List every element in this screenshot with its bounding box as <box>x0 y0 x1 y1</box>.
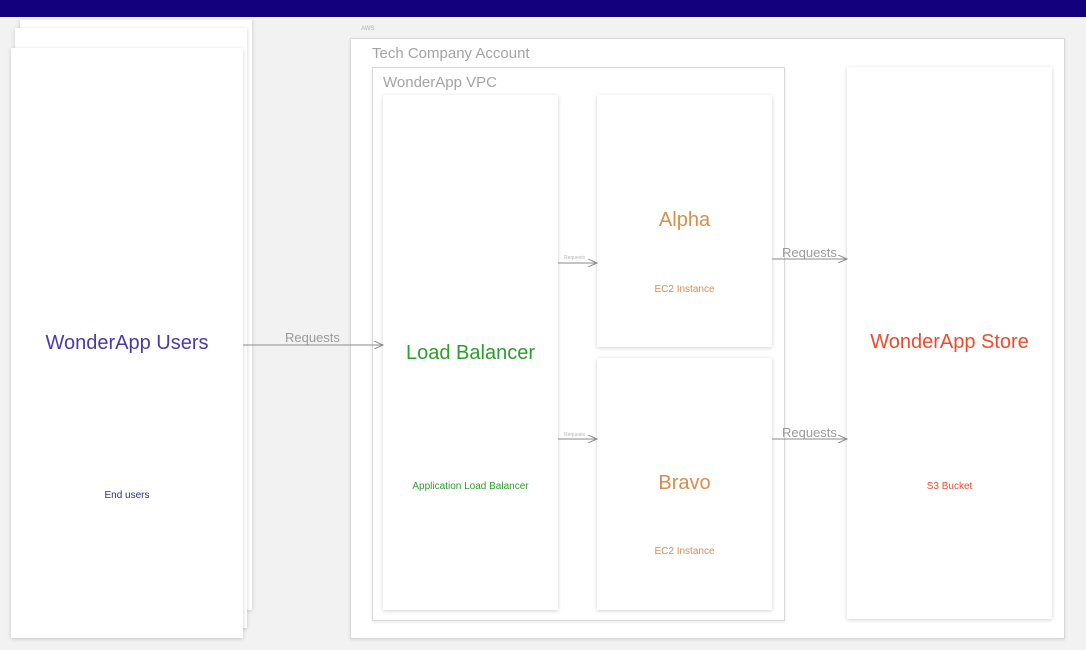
users-subtitle: End users <box>104 490 150 501</box>
bravo-node[interactable]: Bravo EC2 Instance <box>597 358 772 610</box>
bravo-subtitle: EC2 Instance <box>654 546 715 557</box>
edge-label-lb-to-bravo: Requests <box>564 432 586 438</box>
edge-label-lb-to-alpha: Requests <box>564 255 586 261</box>
alpha-node[interactable]: Alpha EC2 Instance <box>597 95 772 347</box>
alpha-title: Alpha <box>658 209 711 231</box>
vpc-title: WonderApp VPC <box>383 74 497 91</box>
load-balancer-subtitle: Application Load Balancer <box>412 481 529 492</box>
load-balancer-title: Load Balancer <box>406 342 535 364</box>
edges-layer <box>243 17 1086 650</box>
account-title: Tech Company Account <box>372 45 530 62</box>
store-node[interactable]: WonderApp Store S3 Bucket <box>847 67 1052 619</box>
edge-label-users-to-lb: Requests <box>285 330 340 345</box>
users-title: WonderApp Users <box>45 332 209 354</box>
users-node[interactable]: WonderApp Users End users <box>11 48 243 638</box>
edge-label-bravo-to-store: Requests <box>782 425 837 440</box>
store-subtitle: S3 Bucket <box>926 481 973 492</box>
bravo-title: Bravo <box>658 472 711 494</box>
load-balancer-node[interactable]: Load Balancer Application Load Balancer <box>383 95 558 610</box>
top-bar <box>0 0 1086 17</box>
alpha-subtitle: EC2 Instance <box>654 284 715 295</box>
diagram-canvas: WonderApp Users End users AWS Tech Compa… <box>0 17 1086 650</box>
aws-label: AWS <box>361 26 375 32</box>
edge-label-alpha-to-store: Requests <box>782 245 837 260</box>
store-title: WonderApp Store <box>870 331 1029 353</box>
